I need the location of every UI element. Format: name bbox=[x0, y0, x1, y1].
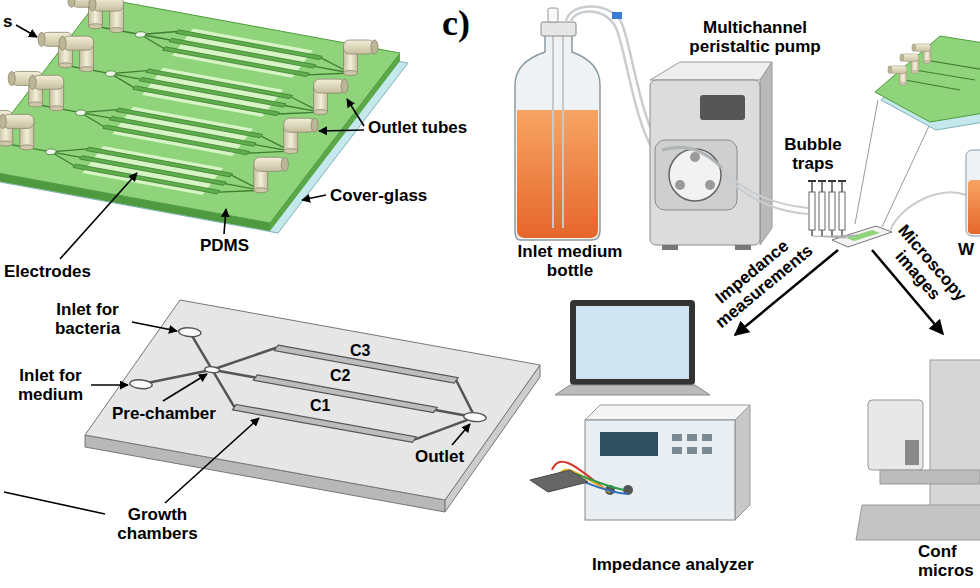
impedance-analyzer bbox=[530, 300, 750, 520]
part-label: W bbox=[958, 240, 974, 259]
part-label: Electrodes bbox=[4, 262, 91, 281]
leader-arrows bbox=[4, 25, 470, 514]
chip-zoom bbox=[875, 36, 980, 130]
chamber-label: C2 bbox=[330, 367, 350, 385]
part-label: Conf micros bbox=[918, 542, 976, 580]
part-label: PDMS bbox=[200, 236, 249, 255]
medium-bottle bbox=[515, 7, 662, 241]
part-label: s bbox=[3, 12, 12, 31]
part-label: Bubble traps bbox=[778, 135, 848, 173]
part-label: Multichannel peristaltic pump bbox=[680, 18, 830, 56]
chamber-label: C1 bbox=[310, 397, 330, 415]
peristaltic-pump bbox=[650, 62, 808, 250]
part-label: Inlet medium bottle bbox=[514, 242, 626, 280]
waste-bottle bbox=[966, 150, 980, 236]
part-label: Outlet tubes bbox=[368, 118, 467, 137]
part-label: Outlet bbox=[415, 447, 464, 466]
part-label: Pre-chamber bbox=[112, 404, 216, 423]
part-label: Impedance analyzer bbox=[592, 555, 754, 574]
part-label: Inlet for medium bbox=[3, 366, 98, 404]
channel-network bbox=[0, 13, 361, 204]
part-label: Growth chambers bbox=[110, 505, 205, 543]
part-label: Inlet for bacteria bbox=[40, 300, 135, 338]
tube-set bbox=[0, 0, 378, 193]
chamber-label: C3 bbox=[350, 342, 370, 360]
part-label: Cover-glass bbox=[330, 186, 427, 205]
panel-label: c) bbox=[442, 4, 470, 44]
confocal-microscope bbox=[856, 360, 980, 540]
chip-schematic bbox=[85, 300, 540, 512]
arrow-label: Microscopy images bbox=[878, 218, 972, 319]
